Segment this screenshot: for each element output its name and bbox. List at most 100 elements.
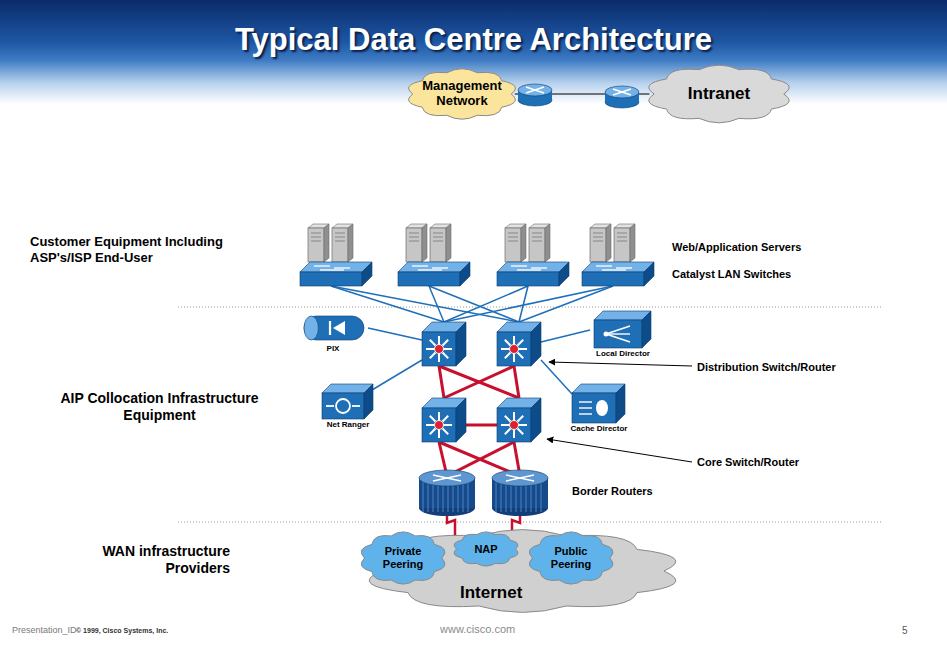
switch-ray — [444, 424, 452, 426]
slide-title: Typical Data Centre Architecture — [0, 0, 947, 58]
lan-switch-top — [497, 262, 569, 272]
router-arrow — [433, 475, 461, 481]
callout-arrow — [549, 362, 692, 366]
footer-text: Presentation_ID — [12, 625, 77, 636]
border-router-ridge — [423, 480, 424, 512]
server-tower — [614, 228, 630, 262]
server-side — [545, 224, 550, 262]
switch-ray — [518, 429, 524, 435]
switch-arrow — [531, 267, 547, 268]
server-slot — [433, 233, 443, 234]
server-side — [521, 224, 526, 262]
lan-switch-front — [398, 272, 460, 286]
group-label: Web/Application Servers — [672, 241, 801, 254]
server-slot — [532, 241, 542, 242]
backbone-link — [439, 366, 444, 398]
switch-ray — [513, 430, 515, 438]
cloud-label: Private Peering — [369, 545, 437, 570]
cloud-shape — [454, 532, 518, 566]
border-router-top — [492, 470, 548, 486]
switch-ray — [519, 424, 527, 426]
server-slot — [409, 241, 419, 242]
appliance-icon — [318, 382, 378, 420]
section-heading: AIP Collocation Infrastructure Equipment — [52, 390, 267, 424]
server-tower — [590, 228, 606, 262]
server-slot — [532, 237, 542, 238]
cache-director-box-side — [616, 384, 625, 423]
fan-arrow — [606, 334, 630, 342]
switch-arrow — [418, 269, 442, 270]
border-router-ridge — [501, 480, 502, 512]
border-router-ridge — [496, 480, 497, 512]
network-cloud: NAP — [450, 530, 522, 568]
router-arrow — [506, 475, 534, 481]
server-tower — [505, 228, 521, 262]
cloud-shape — [529, 532, 613, 584]
switch-ray — [513, 354, 515, 362]
switch-ray — [505, 353, 511, 359]
server-slot — [433, 241, 443, 242]
footer-url: www.cisco.com — [440, 623, 515, 636]
pix-symbol — [333, 321, 345, 335]
server-slot — [508, 233, 518, 234]
lan-switch-front — [497, 272, 559, 286]
local-director-appliance: Local Director — [590, 309, 656, 358]
switch-ray — [518, 340, 524, 346]
switch-arrow — [602, 269, 626, 270]
border-router-ridge — [468, 480, 469, 512]
switch-arrow — [412, 265, 428, 266]
local-director-box-top — [594, 311, 651, 320]
pix-symbol — [329, 321, 331, 335]
network-cloud: Intranet — [640, 62, 798, 126]
server-slot — [617, 241, 627, 242]
section-heading: Customer Equipment Including ASP's/ISP E… — [30, 234, 280, 265]
lan-switch-side — [460, 262, 470, 286]
server-slot — [508, 237, 518, 238]
switch-ray — [430, 416, 436, 422]
server-slot — [335, 241, 345, 242]
server-side — [348, 224, 353, 262]
server-slot — [593, 237, 603, 238]
network-cloud: InternetPrivate PeeringNAPPublic Peering — [350, 525, 695, 617]
switch-ray — [443, 416, 449, 422]
group-label: Catalyst LAN Switches — [672, 268, 791, 281]
switch-ray — [426, 348, 434, 350]
server-tower — [406, 228, 422, 262]
server-side — [422, 224, 427, 262]
cloud-label: Intranet — [688, 84, 750, 104]
lan-switch-side — [362, 262, 372, 286]
backbone-link — [439, 366, 519, 398]
server-slot — [433, 237, 443, 238]
device-label: Net Ranger — [327, 420, 370, 429]
lan-link — [429, 286, 519, 322]
net-ranger-appliance: Net Ranger — [318, 382, 378, 429]
lan-switch-top — [398, 262, 470, 272]
device-label: PIX — [327, 344, 340, 353]
router-arrow — [433, 475, 461, 481]
switch-core — [510, 345, 519, 354]
router-arrow — [613, 89, 631, 95]
section-divider — [178, 522, 882, 523]
switch-ray — [430, 429, 436, 435]
appliance-icon — [568, 382, 630, 424]
multilayer-switch-side — [456, 398, 466, 442]
server-slot — [311, 241, 321, 242]
callout-label: Core Switch/Router — [697, 456, 799, 469]
appliance-icon — [296, 312, 370, 344]
router-arrow — [613, 89, 631, 95]
lan-switch-top — [582, 262, 654, 272]
switch-ray — [443, 429, 449, 435]
switch-ray — [438, 354, 440, 362]
backbone-link — [514, 366, 519, 398]
server-tower — [308, 228, 324, 262]
callout-label: Distribution Switch/Router — [697, 361, 836, 374]
server-slot — [617, 237, 627, 238]
devices — [300, 84, 692, 516]
lan-switch-top — [300, 262, 372, 272]
lan-switch-side — [644, 262, 654, 286]
page-number: 5 — [902, 625, 908, 637]
pix-body — [304, 316, 364, 340]
server-slot — [409, 237, 419, 238]
server-slot — [335, 233, 345, 234]
